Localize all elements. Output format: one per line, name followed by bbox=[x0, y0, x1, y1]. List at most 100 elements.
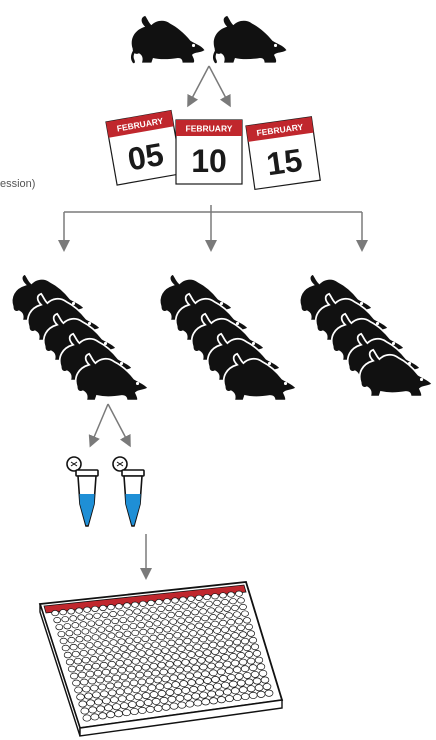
plate-well bbox=[160, 613, 167, 619]
plate-well bbox=[128, 701, 136, 707]
plate-well bbox=[94, 642, 101, 648]
plate-well bbox=[196, 623, 203, 629]
plate-well bbox=[168, 612, 175, 618]
plate-well bbox=[198, 685, 206, 691]
plate-well bbox=[162, 704, 170, 710]
mouse-icon bbox=[213, 16, 286, 63]
plate-well bbox=[136, 644, 143, 650]
plate-well bbox=[124, 659, 131, 665]
plate-well bbox=[188, 652, 195, 658]
plate-well bbox=[233, 694, 241, 700]
plate-well bbox=[200, 664, 208, 670]
plate-well bbox=[263, 683, 271, 689]
plate-well bbox=[152, 670, 160, 676]
plate-well bbox=[132, 658, 139, 664]
plate-well bbox=[190, 630, 197, 636]
plate-well bbox=[76, 608, 83, 613]
plate-well bbox=[249, 637, 256, 643]
plate-well bbox=[241, 693, 249, 699]
plate-well bbox=[72, 651, 79, 657]
plate-well bbox=[106, 654, 113, 660]
plate-well bbox=[236, 591, 243, 596]
plate-well bbox=[146, 706, 154, 712]
calendar-icon: FEBRUARY 15 bbox=[246, 117, 320, 190]
plate-well bbox=[76, 636, 83, 642]
plate-well bbox=[156, 655, 163, 661]
plate-well bbox=[245, 651, 253, 657]
plate-well bbox=[162, 676, 170, 682]
plate-well bbox=[231, 688, 239, 694]
sample-tubes bbox=[67, 457, 144, 526]
plate-well bbox=[220, 620, 227, 626]
plate-well bbox=[224, 606, 231, 612]
branch-arrows bbox=[64, 205, 362, 246]
plate-well bbox=[237, 625, 244, 631]
plate-well bbox=[206, 656, 214, 662]
plate-well bbox=[115, 711, 123, 717]
plate-well bbox=[88, 621, 95, 627]
plate-well bbox=[113, 704, 121, 710]
plate-well bbox=[156, 599, 163, 604]
plate-well bbox=[241, 611, 248, 617]
plate-well bbox=[212, 621, 219, 627]
arrow-icon bbox=[209, 66, 228, 102]
plate-well bbox=[196, 651, 203, 657]
plate-well bbox=[88, 678, 96, 684]
plate-well bbox=[249, 692, 257, 698]
plate-well bbox=[146, 678, 154, 684]
litter-group bbox=[12, 274, 149, 401]
plate-well bbox=[265, 690, 273, 696]
plate-well bbox=[194, 672, 202, 678]
plate-well bbox=[204, 594, 211, 599]
plate-well bbox=[261, 677, 269, 683]
plate-well bbox=[216, 690, 224, 696]
plate-well bbox=[122, 624, 129, 630]
plate-well bbox=[198, 630, 205, 636]
parent-mice bbox=[131, 16, 286, 63]
plate-well bbox=[144, 699, 152, 705]
plate-well bbox=[239, 659, 247, 665]
plate-well bbox=[62, 616, 69, 622]
plate-well bbox=[247, 658, 255, 664]
plate-well bbox=[128, 673, 136, 679]
plate-well bbox=[253, 650, 261, 656]
plate-well bbox=[122, 681, 130, 687]
plate-well bbox=[178, 618, 185, 624]
plate-well bbox=[225, 613, 232, 619]
plate-well bbox=[112, 675, 120, 681]
plate-well bbox=[83, 715, 91, 721]
plate-well bbox=[182, 687, 190, 693]
plate-well bbox=[162, 620, 169, 626]
plate-well bbox=[66, 630, 73, 636]
plate-well bbox=[235, 618, 242, 624]
plate-well bbox=[70, 644, 77, 650]
plate-well bbox=[188, 596, 195, 601]
plate-well bbox=[218, 697, 226, 703]
plate-well bbox=[95, 699, 103, 705]
plate-well bbox=[170, 647, 177, 653]
arrow-icon bbox=[108, 404, 128, 442]
plate-well bbox=[64, 623, 71, 629]
plate-well bbox=[152, 642, 159, 648]
plate-well bbox=[186, 617, 193, 623]
plate-well bbox=[206, 684, 214, 690]
plate-well bbox=[229, 626, 236, 632]
plate-well bbox=[170, 675, 178, 681]
plate-well bbox=[217, 669, 225, 675]
plate-well bbox=[223, 689, 231, 695]
plate-well bbox=[172, 598, 179, 603]
plate-well bbox=[78, 643, 85, 649]
plate-well bbox=[104, 676, 112, 682]
plate-well bbox=[140, 657, 147, 663]
plate-well bbox=[194, 616, 201, 622]
mouse-icon bbox=[131, 16, 204, 63]
plate-well bbox=[66, 659, 73, 665]
plate-well bbox=[87, 700, 95, 706]
plate-well bbox=[104, 619, 111, 625]
mouse-icon bbox=[76, 354, 149, 401]
plate-well bbox=[86, 671, 94, 677]
plate-well bbox=[138, 651, 145, 657]
plate-well bbox=[102, 641, 109, 647]
plate-well bbox=[182, 659, 190, 665]
plate-well bbox=[128, 616, 135, 622]
